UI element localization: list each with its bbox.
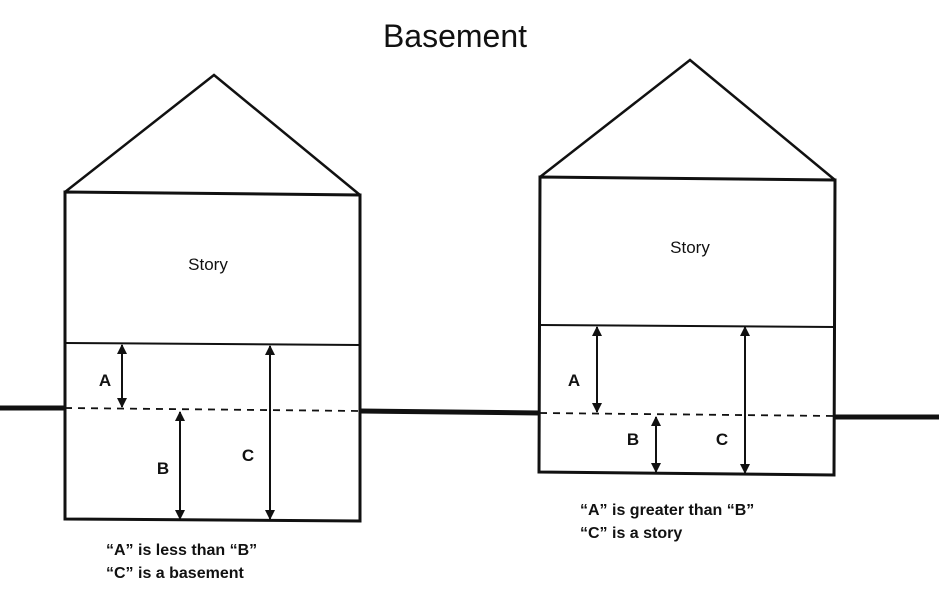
diagram-title: Basement (383, 18, 527, 54)
dimension-label-c: C (242, 446, 254, 465)
dimension-label-a: A (99, 371, 111, 390)
story-floor-line (539, 324, 836, 328)
house-walls (537, 175, 837, 477)
ground-line (0, 405, 939, 420)
story-label: Story (188, 255, 228, 274)
story-floor-line (64, 342, 361, 346)
house-walls (63, 190, 362, 523)
caption-line-2: “C” is a story (580, 525, 682, 542)
story-label: Story (670, 238, 710, 257)
dimension-label-b: B (157, 459, 169, 478)
dimension-label-a: A (568, 371, 580, 390)
caption-line-1: “A” is less than “B” (106, 542, 257, 559)
dimension-label-b: B (627, 430, 639, 449)
roof (64, 73, 361, 196)
grade-dashed-line (539, 412, 836, 417)
house-left: Story A B C “A” is less than “B” “C” is … (63, 73, 362, 582)
dimension-label-c: C (716, 430, 728, 449)
grade-dashed-line (64, 407, 361, 412)
caption-line-2: “C” is a basement (106, 565, 245, 582)
roof (539, 58, 836, 181)
house-right: Story A B C “A” is greater than “B” “C” … (537, 58, 837, 542)
caption-line-1: “A” is greater than “B” (580, 502, 754, 519)
